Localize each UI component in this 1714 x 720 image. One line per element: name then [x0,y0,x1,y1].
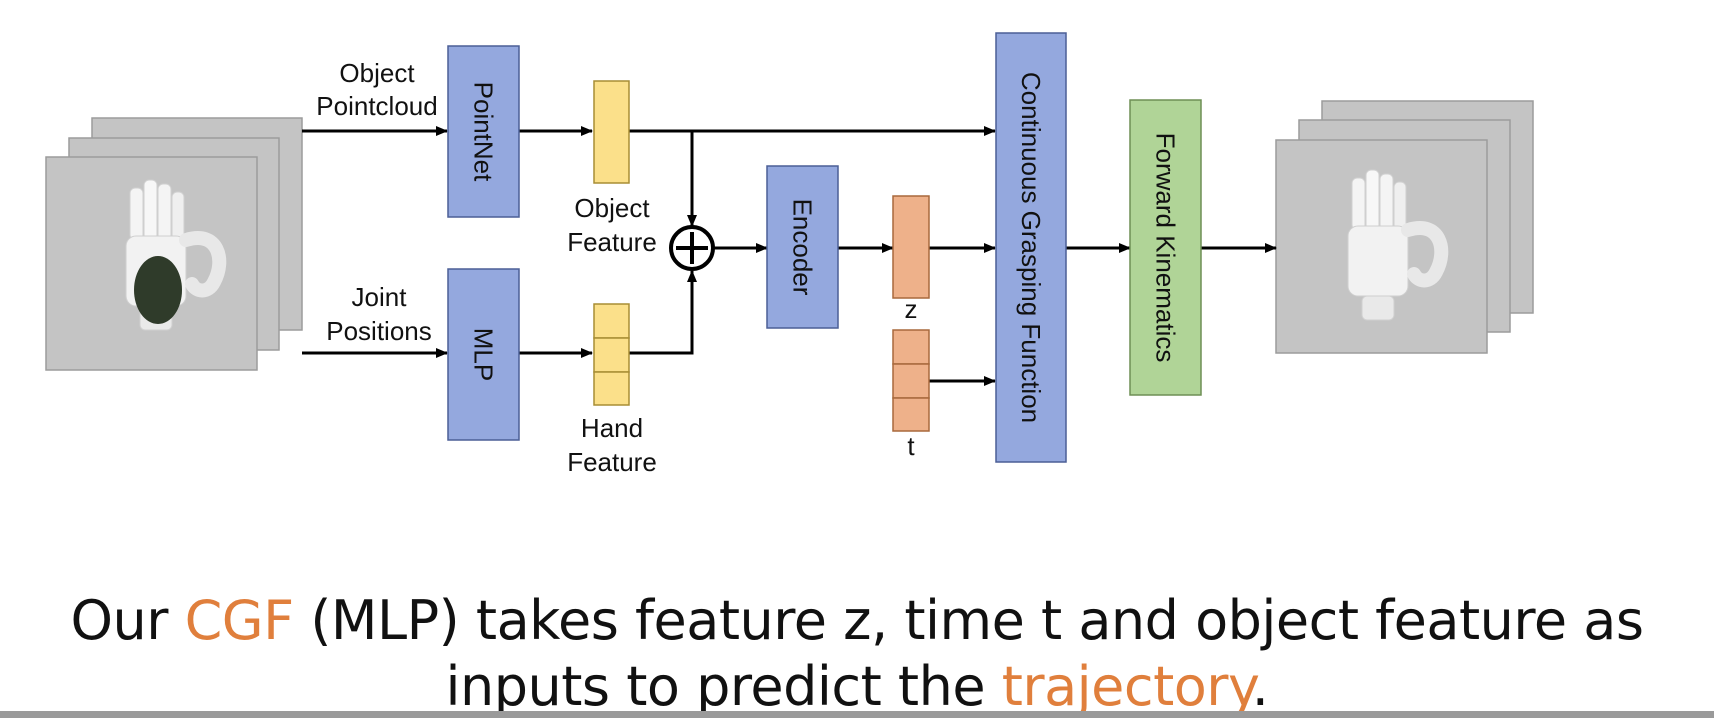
forward-kinematics-label: Forward Kinematics [1151,133,1181,363]
z-label: z [905,294,918,324]
connections [302,126,1277,386]
mlp-label: MLP [469,328,499,381]
object-pointcloud-label-line2: Pointcloud [316,91,437,121]
caption-line1-post: (MLP) takes feature z, time t and object… [293,589,1644,652]
object-feature-label-line1: Object [574,193,650,223]
caption-trajectory-highlight: trajectory [1001,655,1253,718]
cgf-label: Continuous Grasping Function [1016,72,1046,423]
joint-positions-label-line2: Positions [326,316,432,346]
t-time-vector [892,329,930,432]
caption-line-1: Our CGF (MLP) takes feature z, time t an… [0,588,1714,654]
joint-positions-label-line1: Joint [352,282,408,312]
encoder-block: Encoder [766,165,839,329]
caption-cgf-highlight: CGF [184,589,295,652]
arrow-hand-feature-up-to-sum [629,270,697,355]
hand-feature-label-line1: Hand [581,413,643,443]
object-feature-vector [593,80,630,184]
sum-node [669,225,715,271]
caption-line1-pre: Our [70,589,185,652]
pointnet-block: PointNet [447,45,520,218]
caption-line2-post: . [1251,655,1269,718]
hand-feature-label-line2: Feature [567,447,657,477]
caption-line2-pre: inputs to predict the [445,655,1002,718]
mlp-block: MLP [447,268,520,441]
cgf-block: Continuous Grasping Function [995,32,1067,463]
input-image-stack [45,117,303,371]
caption-line-2: inputs to predict the trajectory. [0,654,1714,720]
caption: Our CGF (MLP) takes feature z, time t an… [0,588,1714,720]
pointnet-label: PointNet [469,82,499,182]
object-pointcloud-label-line1: Object [339,58,415,88]
bottom-scrollbar-strip [0,711,1714,718]
architecture-diagram: Object Pointcloud Joint Positions PointN… [45,32,1534,477]
hand-feature-vector [593,303,630,406]
forward-kinematics-block: Forward Kinematics [1129,99,1202,396]
t-label: t [907,431,915,461]
robot-hand-input-icon [126,180,219,330]
object-feature-label-line2: Feature [567,227,657,257]
encoder-label: Encoder [788,199,818,296]
output-image-stack [1275,100,1534,354]
z-latent-vector [892,195,930,299]
